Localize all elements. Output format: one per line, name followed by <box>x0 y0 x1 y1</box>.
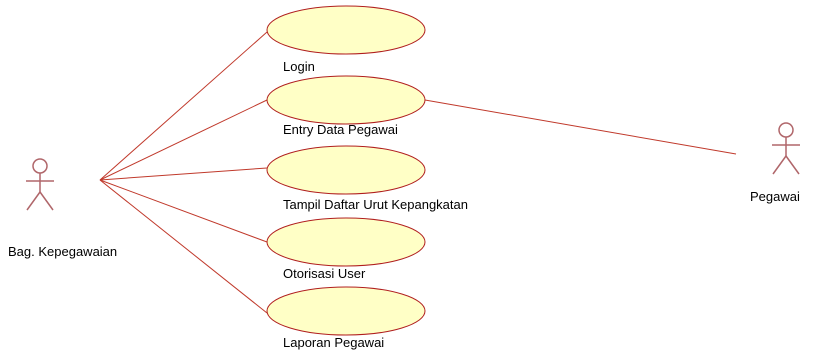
use-case-entry-data-pegawai[interactable]: Entry Data Pegawai <box>266 75 426 137</box>
use-case-ellipse <box>266 5 426 55</box>
use-case-ellipse <box>266 145 426 195</box>
association-lines <box>99 31 737 314</box>
actor-bag-kepegawaian[interactable]: Bag. Kepegawaian <box>8 158 117 259</box>
association-line <box>424 99 737 155</box>
use-case-ellipse <box>266 75 426 125</box>
use-case-login[interactable]: Login <box>266 5 426 74</box>
actors: Bag. Kepegawaian Pegawai <box>8 122 800 259</box>
use-case-laporan-pegawai[interactable]: Laporan Pegawai <box>266 286 426 350</box>
actor-right-leg <box>39 191 54 211</box>
association-line <box>99 167 268 181</box>
actor-left-leg <box>26 191 41 211</box>
use-case-label: Login <box>283 59 315 74</box>
association-line <box>99 179 268 314</box>
actor-head <box>32 158 48 174</box>
actor-label: Pegawai <box>750 189 800 204</box>
use-case-tampil-daftar-urut-kepangkatan[interactable]: Tampil Daftar Urut Kepangkatan <box>266 145 468 212</box>
actor-stick-figure-icon <box>26 158 54 211</box>
use-case-ellipse <box>266 217 426 267</box>
use-case-label: Laporan Pegawai <box>283 335 384 350</box>
actor-pegawai[interactable]: Pegawai <box>750 122 800 204</box>
use-case-label: Entry Data Pegawai <box>283 122 398 137</box>
actor-left-leg <box>772 155 787 175</box>
actor-right-leg <box>785 155 800 175</box>
use-case-label: Tampil Daftar Urut Kepangkatan <box>283 197 468 212</box>
association-line <box>99 31 268 181</box>
association-line <box>99 179 268 243</box>
actor-label: Bag. Kepegawaian <box>8 244 117 259</box>
use-case-otorisasi-user[interactable]: Otorisasi User <box>266 217 426 281</box>
use-case-label: Otorisasi User <box>283 266 366 281</box>
actor-head <box>778 122 794 138</box>
use-case-ellipse <box>266 286 426 336</box>
association-line <box>99 99 268 181</box>
actor-stick-figure-icon <box>772 122 800 175</box>
